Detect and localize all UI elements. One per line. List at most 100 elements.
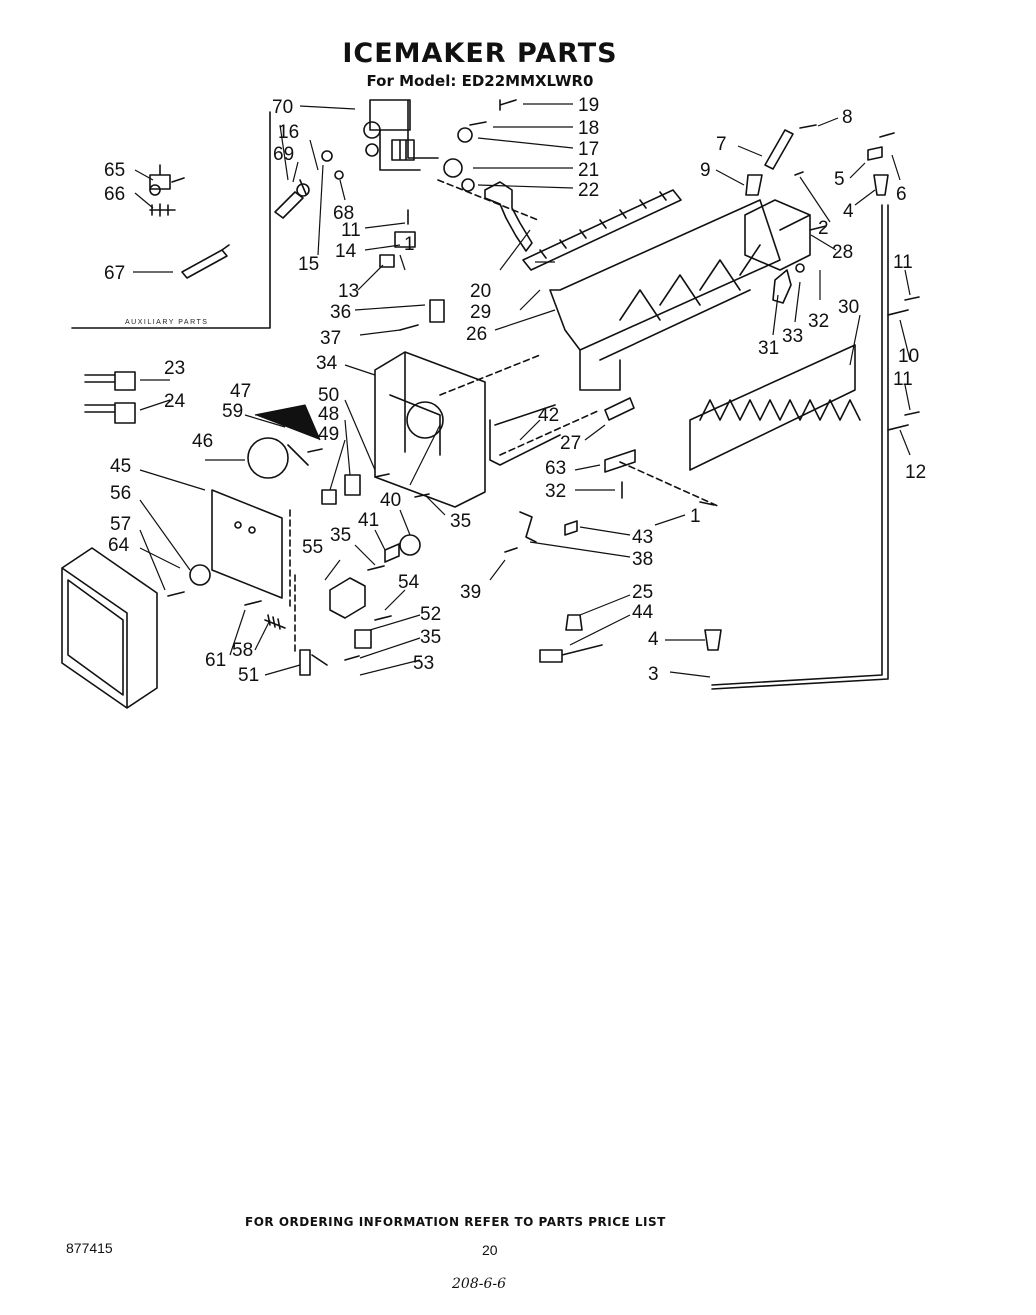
callout-label: 8 bbox=[842, 107, 853, 128]
callout-label: 48 bbox=[318, 404, 339, 425]
callout-label: 30 bbox=[838, 297, 859, 318]
callout-label: 3 bbox=[648, 664, 659, 685]
support-plate-icon bbox=[211, 489, 283, 599]
callout-label: 11 bbox=[341, 220, 361, 241]
page-title: ICEMAKER PARTS bbox=[342, 38, 618, 69]
callout-label: 22 bbox=[578, 180, 599, 201]
callout-label: 58 bbox=[232, 640, 253, 661]
callout-label: 42 bbox=[538, 405, 559, 426]
leader-arrow bbox=[364, 244, 401, 251]
leader-arrow bbox=[254, 619, 271, 651]
leader-arrow bbox=[139, 399, 171, 411]
callout-label: 18 bbox=[578, 118, 599, 139]
leader-arrow bbox=[489, 559, 506, 581]
leader-arrow bbox=[139, 469, 206, 491]
leader-arrow bbox=[854, 189, 876, 206]
leader-arrow bbox=[384, 589, 406, 611]
fill-tube-long-icon bbox=[711, 204, 889, 690]
mold-heater-terminal-icon bbox=[744, 199, 811, 271]
leader-arrow bbox=[424, 494, 446, 516]
callout-label: 5 bbox=[834, 169, 845, 190]
leader-arrow bbox=[344, 399, 376, 471]
callout-label: 31 bbox=[758, 338, 779, 359]
leader-arrow bbox=[904, 384, 911, 411]
leader-arrow bbox=[292, 161, 299, 183]
callout-label: 43 bbox=[632, 527, 653, 548]
leader-arrow bbox=[399, 254, 406, 271]
callout-label: 32 bbox=[545, 481, 566, 502]
callout-label: 38 bbox=[632, 549, 653, 570]
callout-label: 61 bbox=[205, 650, 226, 671]
leader-arrow bbox=[369, 614, 421, 631]
leader-arrow bbox=[579, 526, 631, 536]
callout-label: 28 bbox=[832, 242, 853, 263]
leader-arrow bbox=[529, 541, 631, 558]
callout-label: 40 bbox=[380, 490, 401, 511]
callout-label: 35 bbox=[330, 525, 351, 546]
leader-arrow bbox=[574, 464, 601, 471]
callout-label: 14 bbox=[335, 241, 357, 262]
callout-label: 51 bbox=[238, 665, 259, 686]
callout-label: 15 bbox=[298, 254, 319, 275]
leader-arrow bbox=[254, 404, 321, 441]
callout-label: 32 bbox=[808, 311, 829, 332]
callout-label: 1 bbox=[690, 506, 701, 527]
callout-label: 1 bbox=[404, 234, 415, 255]
leader-arrow bbox=[654, 514, 686, 526]
leader-arrow bbox=[519, 289, 541, 311]
leader-arrow bbox=[139, 529, 166, 591]
leader-arrow bbox=[810, 234, 837, 251]
callout-label: 2 bbox=[818, 218, 829, 239]
leader-arrow bbox=[359, 329, 401, 336]
leader-arrow bbox=[477, 137, 574, 149]
callout-label: 11 bbox=[893, 369, 913, 390]
leader-arrow bbox=[264, 664, 301, 676]
leader-arrow bbox=[354, 544, 376, 566]
motor-housing-icon bbox=[374, 351, 486, 508]
callout-label: 65 bbox=[104, 160, 125, 181]
callout-label: 35 bbox=[450, 511, 471, 532]
callout-label: 64 bbox=[108, 535, 130, 556]
wire-connector-icon bbox=[84, 371, 136, 391]
callout-label: 68 bbox=[333, 203, 354, 224]
callout-label: 11 bbox=[893, 252, 913, 273]
ice-mold-icon bbox=[549, 199, 781, 391]
front-cover-icon bbox=[61, 547, 158, 709]
callout-label: 49 bbox=[318, 424, 339, 445]
callout-label: 16 bbox=[278, 122, 299, 143]
callout-label: 54 bbox=[398, 572, 420, 593]
leader-arrow bbox=[899, 319, 911, 361]
callout-label: 63 bbox=[545, 458, 566, 479]
water-valve-fitting-icon bbox=[149, 164, 185, 196]
leader-arrow bbox=[354, 304, 426, 311]
callout-label: 6 bbox=[896, 184, 907, 205]
filter-cartridge-icon bbox=[181, 244, 230, 279]
callout-label: 9 bbox=[700, 160, 711, 181]
leader-arrow bbox=[229, 609, 246, 656]
leader-arrow bbox=[344, 364, 376, 376]
ejector-rake-icon bbox=[522, 189, 682, 271]
leader-arrow bbox=[579, 594, 631, 616]
leader-arrow bbox=[279, 124, 289, 181]
callout-label: 10 bbox=[898, 346, 919, 367]
callout-label: 41 bbox=[358, 510, 379, 531]
callout-label: 56 bbox=[110, 483, 131, 504]
callout-label: 36 bbox=[330, 302, 351, 323]
page-number: 20 bbox=[482, 1242, 498, 1258]
callout-label: 66 bbox=[104, 184, 125, 205]
auxiliary-parts-label: AUXILIARY PARTS bbox=[125, 319, 208, 326]
leader-arrow bbox=[891, 154, 901, 181]
leader-arrow bbox=[849, 162, 866, 179]
leader-arrow bbox=[329, 439, 346, 491]
shutoff-arm-icon bbox=[745, 174, 763, 196]
callout-labels: 70 19 16 18 69 17 21 22 8 7 5 6 9 4 2 28… bbox=[104, 95, 926, 686]
callout-label: 57 bbox=[110, 514, 131, 535]
callout-label: 29 bbox=[470, 302, 491, 323]
callout-label: 50 bbox=[318, 385, 339, 406]
leader-arrow bbox=[799, 176, 831, 223]
leader-arrow bbox=[359, 659, 421, 676]
leader-arrow bbox=[134, 169, 154, 181]
leader-arrow bbox=[324, 559, 341, 581]
callout-label: 25 bbox=[632, 582, 653, 603]
